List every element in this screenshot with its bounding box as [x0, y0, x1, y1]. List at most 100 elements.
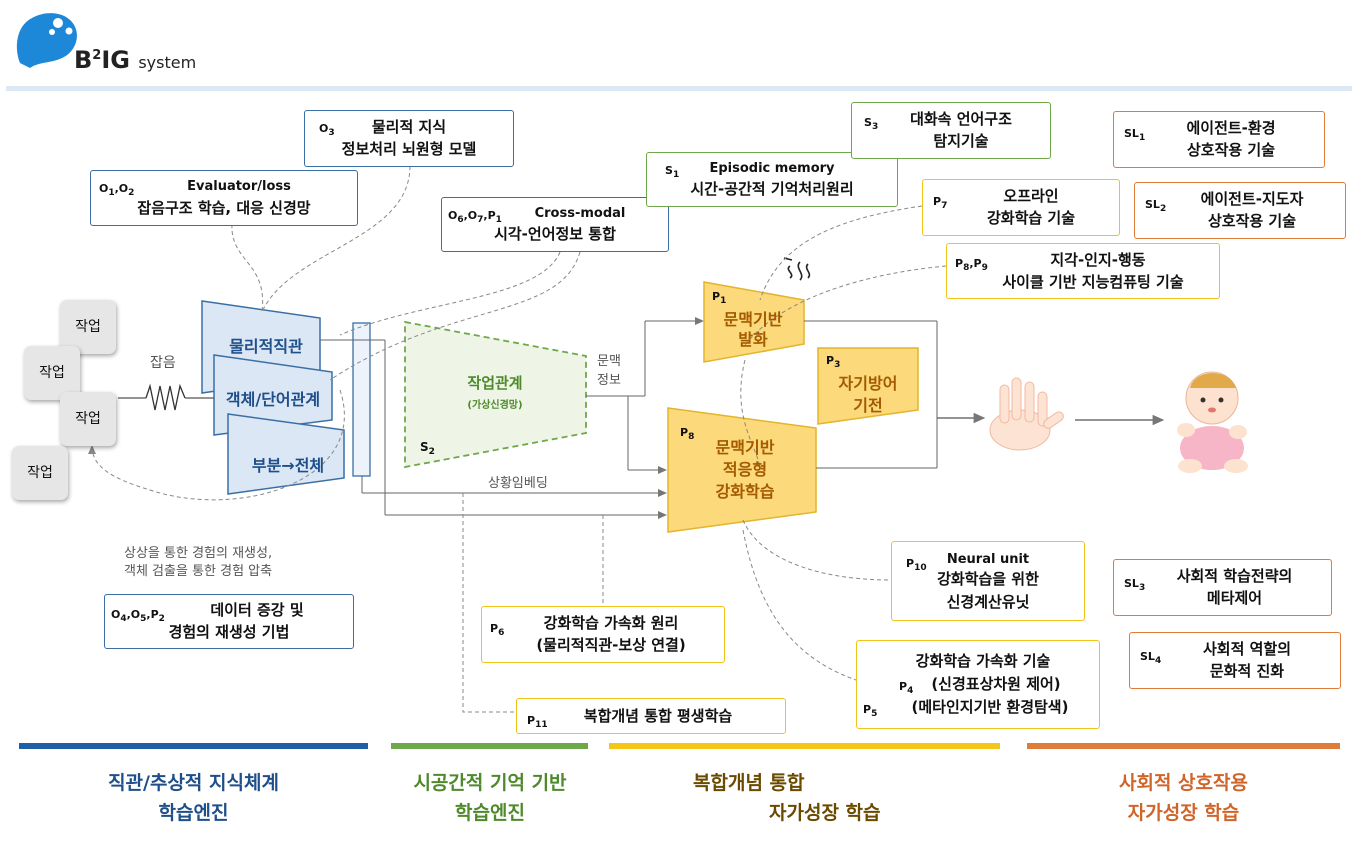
box-o1o2: O1,O2 Evaluator/loss 잡음구조 학습, 대응 신경망 [90, 170, 358, 226]
box-p7-line1: 오프라인 [1003, 187, 1059, 205]
footer-bar-blue [19, 743, 368, 749]
box-sl1-line2: 상호작용 기술 [1186, 141, 1276, 159]
box-sl2-line2: 상호작용 기술 [1207, 212, 1297, 230]
p3-module-code: P3 [826, 354, 841, 370]
task-relation-code: S2 [420, 440, 435, 457]
encoder-label-3: 부분→전체 [251, 456, 325, 475]
box-p8p9-line2: 사이클 기반 지능컴퓨팅 기술 [1002, 273, 1184, 291]
box-s3-line2: 탐지기술 [933, 132, 989, 150]
box-p7: P7 오프라인 강화학습 기술 [922, 179, 1120, 236]
box-sl4: SL4 사회적 역할의 문화적 진화 [1129, 632, 1341, 689]
footer-col4-line2: 자가성장 학습 [1127, 802, 1240, 824]
p8-module-code: P8 [680, 426, 695, 442]
situation-embedding-label: 상황임베딩 [488, 476, 548, 491]
box-o1o2-line2: 잡음구조 학습, 대응 신경망 [137, 199, 311, 217]
box-sl4-line1: 사회적 역할의 [1202, 640, 1292, 658]
box-s1: S1 Episodic memory 시간-공간적 기억처리원리 [646, 152, 898, 207]
footer-col1-line1: 직관/추상적 지식체계 [108, 772, 279, 794]
box-p6: P6 강화학습 가속화 원리 (물리적직관-보상 연결) [481, 606, 725, 663]
box-p10-line3: 신경계산유닛 [946, 593, 1030, 611]
logo-ig: IG [101, 46, 130, 74]
box-sl4-line2: 문화적 진화 [1209, 662, 1285, 680]
encoder-layer-2 [213, 354, 333, 436]
footer-col1: 직관/추상적 지식체계 학습엔진 [19, 768, 368, 828]
imagination-caption-line1: 상상을 통한 경험의 재생성, [124, 546, 273, 561]
box-p4p5-line3: (메타인지기반 환경탐색) [911, 698, 1069, 716]
context-info-line2: 정보 [597, 373, 621, 388]
footer-col3: 복합개념 통합 자가성장 학습 [609, 768, 1000, 828]
logo-suffix: system [138, 53, 197, 72]
box-s3: S3 대화속 언어구조 탐지기술 [851, 102, 1051, 159]
box-o4o5p2-line2: 경험의 재생성 기법 [168, 623, 290, 641]
footer-col1-line2: 학습엔진 [158, 802, 229, 824]
footer-bar-yellow [609, 743, 1000, 749]
context-info-line1: 문맥 [597, 354, 621, 369]
task-relation-subtitle: (가상신경망) [467, 400, 523, 411]
box-o3: O3 물리적 지식 정보처리 뇌원형 모델 [304, 110, 514, 167]
box-sl2-line1: 에이전트-지도자 [1200, 190, 1304, 208]
box-sl2: SL2 에이전트-지도자 상호작용 기술 [1134, 182, 1346, 239]
baby-icon [1177, 371, 1248, 473]
box-o4o5p2: O4,O5,P2 데이터 증강 및 경험의 재생성 기법 [104, 594, 354, 649]
box-sl3-line2: 메타제어 [1206, 589, 1263, 607]
encoder-layer-3 [227, 413, 345, 495]
box-s3-line1: 대화속 언어구조 [910, 110, 1012, 128]
box-p8p9: P8,P9 지각-인지-행동 사이클 기반 지능컴퓨팅 기술 [946, 243, 1220, 299]
worker-1: 작업 [60, 300, 116, 354]
p3-module-shape [817, 347, 919, 425]
box-sl1: SL1 에이전트-환경 상호작용 기술 [1113, 111, 1325, 168]
p3-module-line1: 자기방어 [838, 374, 898, 393]
worker-4: 작업 [12, 446, 68, 500]
p1-module-code: P1 [712, 290, 727, 306]
box-sl3: SL3 사회적 학습전략의 메타제어 [1113, 559, 1332, 616]
logo-super: 2 [92, 48, 102, 63]
box-s1-line2: 시간-공간적 기억처리원리 [690, 180, 854, 198]
footer-col2-line1: 시공간적 기억 기반 [413, 772, 567, 794]
p1-module-shape [703, 281, 805, 363]
footer-col3-line2: 자가성장 학습 [769, 802, 881, 824]
p8-module-shape [667, 407, 817, 533]
hand-icon [989, 377, 1064, 451]
p8-module-line3: 강화학습 [715, 482, 775, 501]
task-relation-title: 작업관계 [467, 374, 523, 392]
box-p7-line2: 강화학습 기술 [986, 209, 1076, 227]
footer-col2-line2: 학습엔진 [455, 802, 525, 824]
latent-bar [352, 322, 371, 477]
logo-b: B [74, 46, 93, 74]
worker-2: 작업 [24, 346, 80, 400]
logo-bubble-icon [16, 13, 77, 69]
box-o1o2-head: Evaluator/loss [187, 179, 291, 194]
task-relation-shape [404, 320, 587, 469]
speech-wave-icon [783, 257, 811, 281]
footer-col4-line1: 사회적 상호작용 [1119, 772, 1248, 794]
p8-module-line1: 문맥기반 [715, 438, 775, 457]
footer-bar-green [391, 743, 588, 749]
imagination-caption-line2: 객체 검출을 통한 경험 압축 [124, 564, 273, 579]
box-s1-head: Episodic memory [709, 161, 835, 176]
box-o6o7p1-line2: 시각-언어정보 통합 [494, 225, 616, 243]
box-p11: P11 복합개념 통합 평생학습 [516, 698, 786, 734]
header-divider [6, 86, 1352, 91]
box-p6-line2: (물리적직관-보상 연결) [536, 636, 686, 654]
footer-col2: 시공간적 기억 기반 학습엔진 [370, 768, 610, 828]
box-sl3-line1: 사회적 학습전략의 [1176, 567, 1293, 585]
box-o6o7p1-head: Cross-modal [534, 206, 626, 221]
p1-module-line1: 문맥기반 [723, 310, 783, 329]
box-p8p9-line1: 지각-인지-행동 [1050, 251, 1146, 269]
box-p10: P10 Neural unit 강화학습을 위한 신경계산유닛 [891, 541, 1085, 621]
box-p4p5-line1: 강화학습 가속화 기술 [915, 652, 1051, 670]
box-p6-line1: 강화학습 가속화 원리 [543, 614, 679, 632]
box-p4p5-line2: (신경표상차원 제어) [931, 675, 1061, 693]
box-o3-line1: 물리적 지식 [371, 118, 447, 136]
box-p10-head: Neural unit [946, 552, 1030, 567]
box-p4p5: 강화학습 가속화 기술 P4 (신경표상차원 제어) P5 (메타인지기반 환경… [856, 640, 1100, 729]
worker-3: 작업 [60, 392, 116, 446]
encoder-label-1: 물리적직관 [229, 337, 303, 356]
noise-label: 잡음 [150, 355, 176, 371]
p1-module-line2: 발화 [738, 330, 768, 349]
footer-bar-orange [1027, 743, 1340, 749]
encoder-label-2: 객체/단어관계 [225, 390, 321, 409]
box-sl1-line1: 에이전트-환경 [1186, 119, 1276, 137]
box-o4o5p2-line1: 데이터 증강 및 [210, 601, 304, 619]
